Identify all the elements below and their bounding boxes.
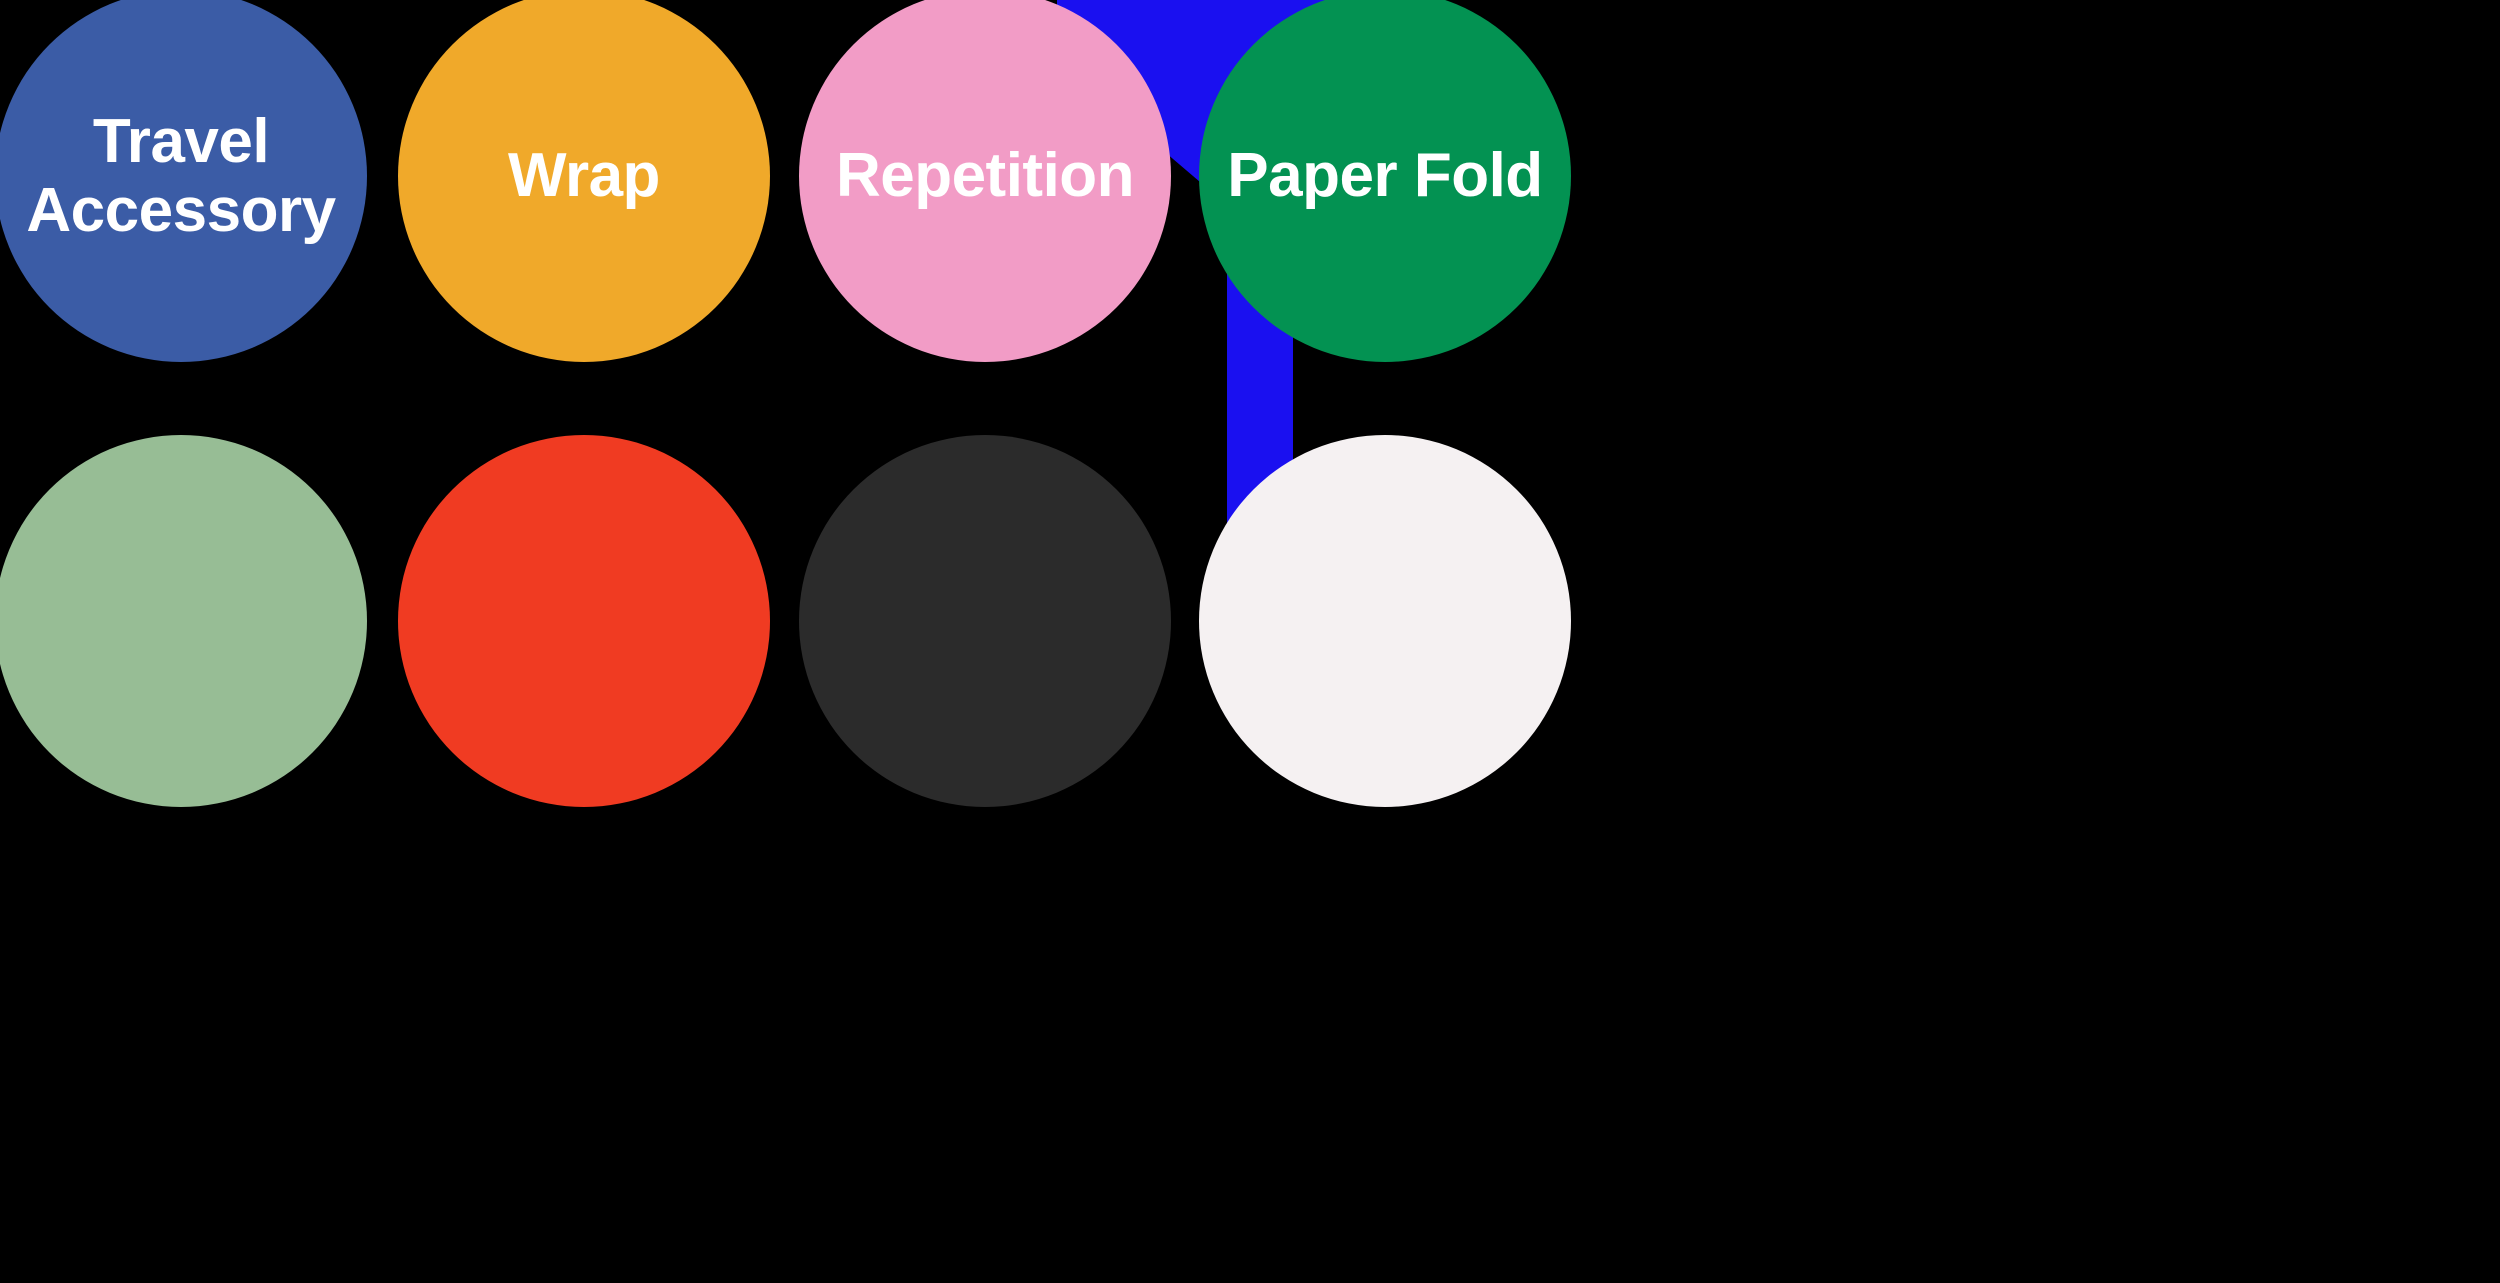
circle-charcoal-swatch[interactable] [799,435,1171,807]
circle-repetition[interactable]: Repetition [799,0,1171,362]
circle-label-repetition: Repetition [835,141,1135,211]
circle-sage-green-swatch[interactable] [0,435,367,807]
circle-paper-fold[interactable]: Paper Fold [1199,0,1571,362]
circle-label-travel-accessory: Travel Accessory [26,106,336,245]
circle-label-wrap: Wrap [508,141,660,211]
circle-travel-accessory[interactable]: Travel Accessory [0,0,367,362]
circle-red-orange-swatch[interactable] [398,435,770,807]
circle-label-paper-fold: Paper Fold [1227,141,1543,211]
circle-off-white-swatch[interactable] [1199,435,1571,807]
circle-wrap[interactable]: Wrap [398,0,770,362]
